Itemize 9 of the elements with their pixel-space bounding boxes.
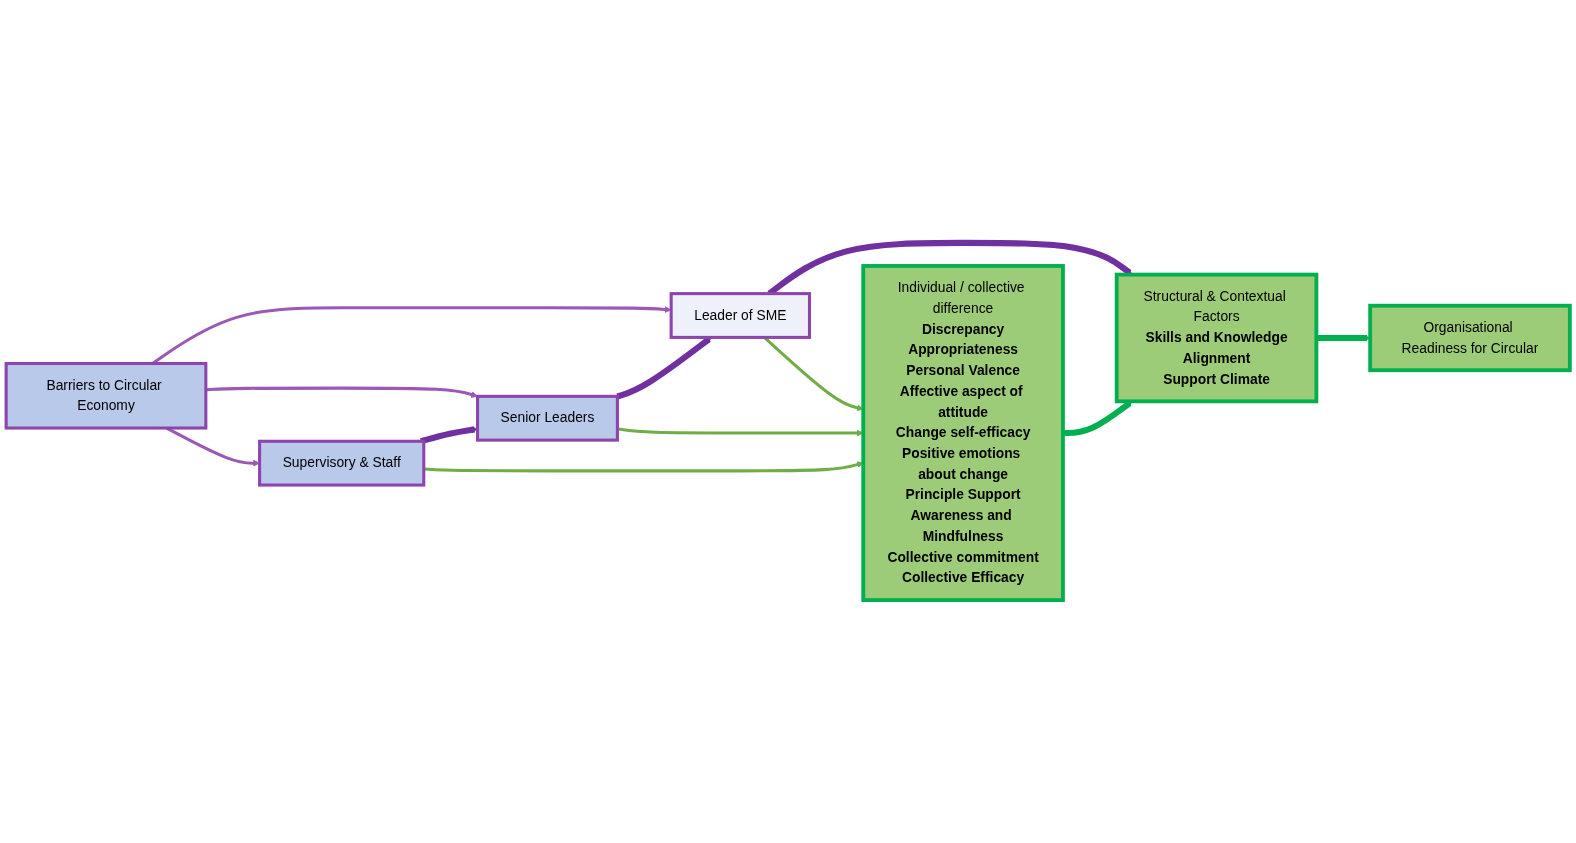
node-box: Leader of SME: [669, 292, 811, 339]
node-box: Individual / collective difference Discrepancy Appropriateness Personal Valence Affective aspect of attitude Change self-efficacy Positive emotions about change Principle Support Awareness and Mindfulness Collective commitment Collective Efficacy: [861, 264, 1065, 602]
arrow: [420, 426, 478, 445]
node-box: Senior Leaders: [476, 394, 619, 442]
arrow: [1316, 334, 1371, 342]
node-box: Barriers to Circular Economy: [4, 361, 208, 430]
node-box: Supervisory & Staff: [258, 439, 426, 487]
node-box: Structural & Contextual Factors Skills and Knowledge Alignment Support Climate: [1114, 272, 1319, 404]
node-box: Organisational Readiness for Circular: [1368, 303, 1572, 373]
